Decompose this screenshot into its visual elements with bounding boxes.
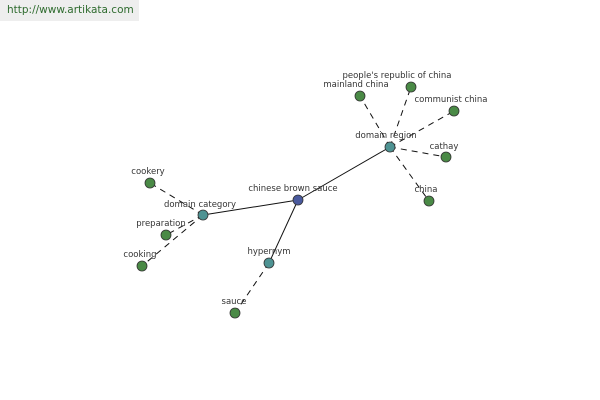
node-prc[interactable] [405, 81, 417, 93]
node-label-sauce: sauce [222, 297, 247, 307]
node-preparation[interactable] [160, 229, 172, 241]
labels-layer: chinese brown sauce domain region domain c… [123, 71, 487, 307]
url-banner: http://www.artikata.com [0, 0, 139, 21]
node-label-cooking: cooking [123, 250, 156, 260]
node-cookery[interactable] [144, 177, 156, 189]
edges-layer [141, 86, 455, 314]
node-label-cathay: cathay [430, 142, 459, 152]
node-hypernym[interactable] [263, 257, 275, 269]
edge-category-cooking [141, 214, 204, 267]
node-label-hypernym: hypernym [247, 247, 290, 257]
node-category[interactable] [197, 209, 209, 221]
node-label-mainland: mainland china [323, 80, 388, 90]
edge-region-communist [389, 110, 455, 148]
edge-region-china [389, 146, 430, 202]
edge-center-region [297, 146, 391, 201]
node-center[interactable] [292, 194, 304, 206]
edge-category-cookery [149, 182, 204, 216]
node-label-preparation: preparation [136, 219, 186, 229]
node-label-center: chinese brown sauce [248, 184, 337, 194]
url-link[interactable]: http://www.artikata.com [7, 4, 134, 16]
node-label-cookery: cookery [131, 167, 164, 177]
node-cathay[interactable] [440, 151, 452, 163]
node-label-china: china [414, 185, 437, 195]
edge-center-hypernym [268, 199, 299, 264]
node-label-prc: people's republic of china [342, 71, 451, 81]
node-label-category: domain category [164, 200, 236, 210]
node-label-communist: communist china [414, 95, 487, 105]
node-region[interactable] [384, 141, 396, 153]
node-mainland[interactable] [354, 90, 366, 102]
edge-category-preparation [165, 214, 204, 236]
edge-region-cathay [389, 146, 447, 158]
node-cooking[interactable] [136, 260, 148, 272]
edge-center-category [202, 199, 299, 216]
node-label-region: domain region [355, 131, 416, 141]
node-sauce[interactable] [229, 307, 241, 319]
edge-region-mainland [359, 95, 391, 148]
node-china[interactable] [423, 195, 435, 207]
node-communist[interactable] [448, 105, 460, 117]
nodes-layer [136, 81, 460, 319]
